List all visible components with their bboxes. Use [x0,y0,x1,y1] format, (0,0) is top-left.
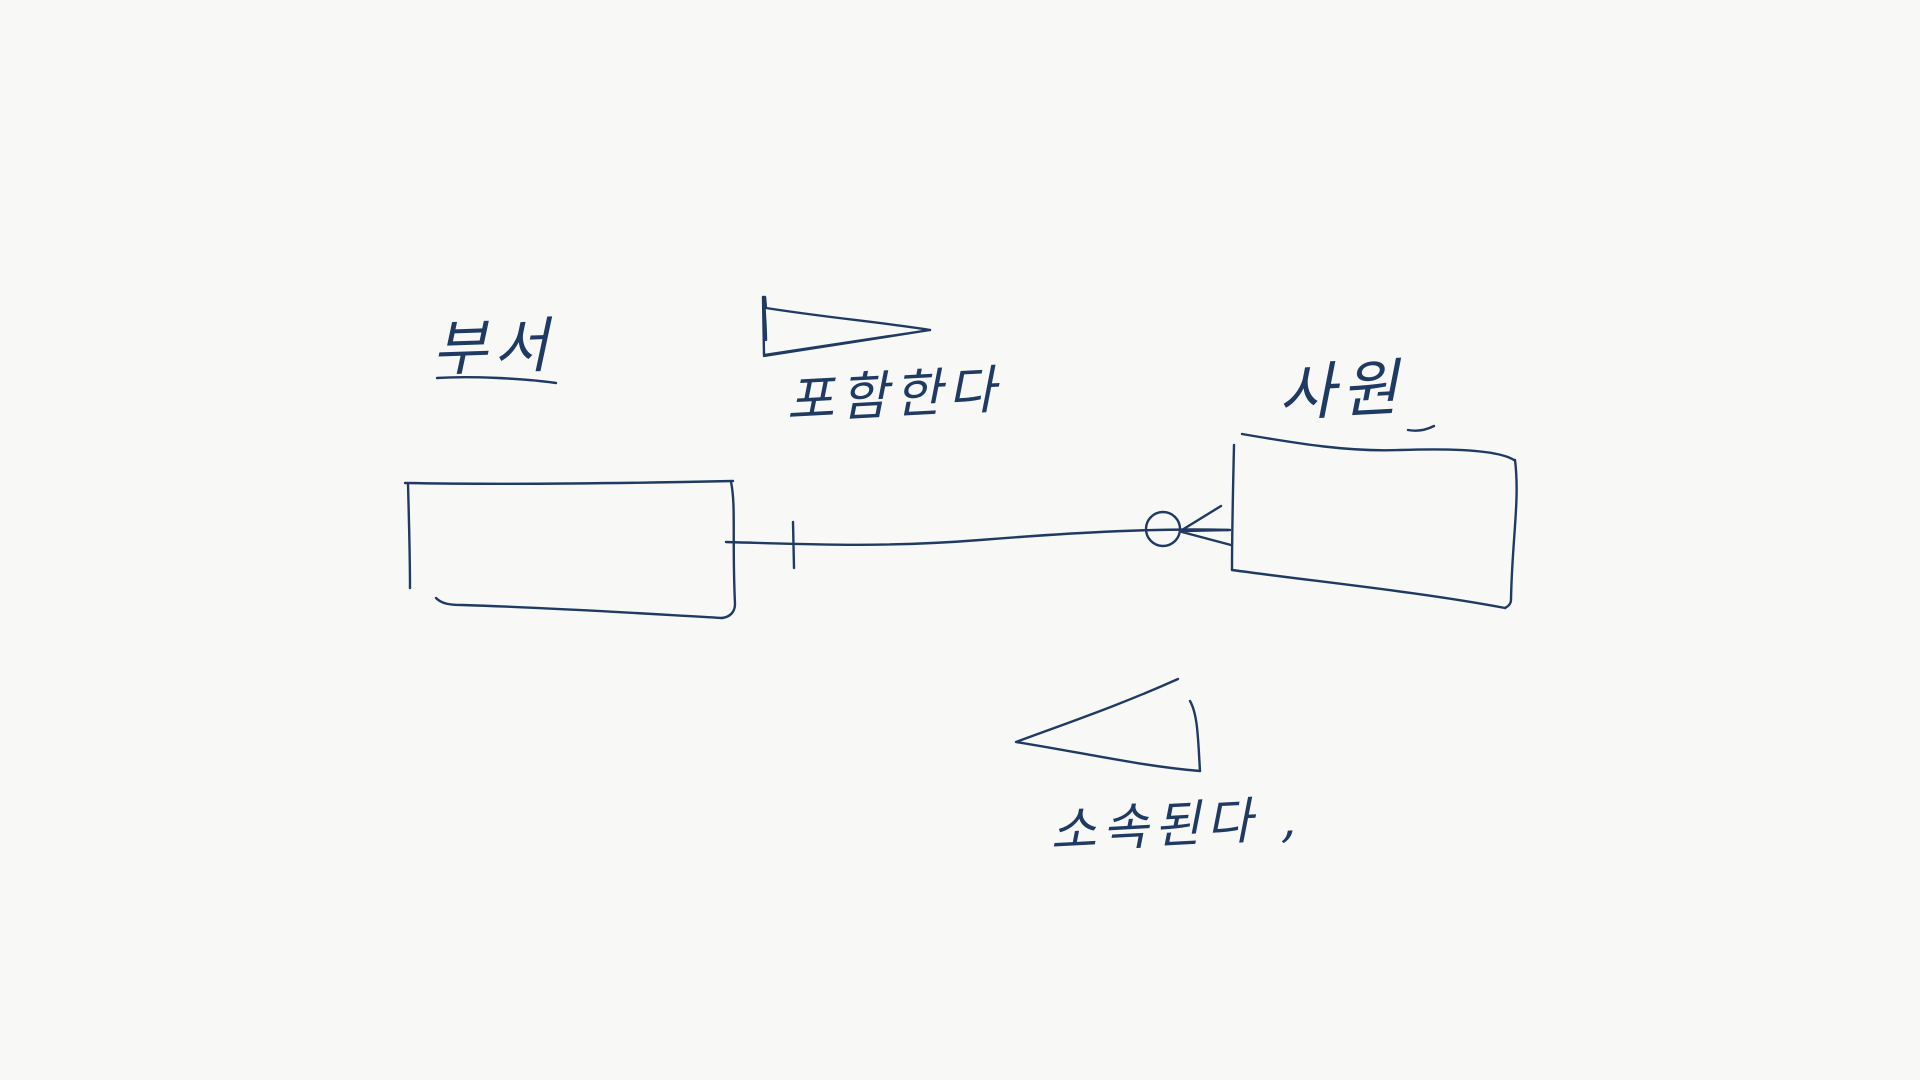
relationship-line [724,528,1232,546]
employee-box-top-edge [1240,432,1516,462]
forward-direction-arrow-upper-edge [763,295,932,332]
employee-box-right-edge [1503,458,1518,610]
employee-box-left-edge [1230,443,1236,572]
zero-cardinality-circle [1144,510,1182,548]
department-entity-box [403,479,737,620]
reverse-direction-arrow [1014,677,1202,773]
crows-foot-many [1180,504,1233,547]
one-cardinality-tick [791,520,796,570]
employee-entity-box [1230,432,1518,610]
department-box-bottom-edge [434,596,724,620]
reverse-relationship-label: 소속된다 , [1048,789,1304,861]
department-box-top-edge [403,479,735,486]
employee-box-bottom-edge [1230,568,1507,610]
forward-relationship-label: 포함한다 [784,360,1003,432]
department-label-stroke [435,376,558,385]
department-box-right-edge [720,480,737,620]
employee-label-underline [1406,424,1436,432]
department-entity-label: 부서 [430,310,556,386]
department-box-left-edge [406,482,412,590]
employee-entity-label: 사원 [1276,350,1406,431]
